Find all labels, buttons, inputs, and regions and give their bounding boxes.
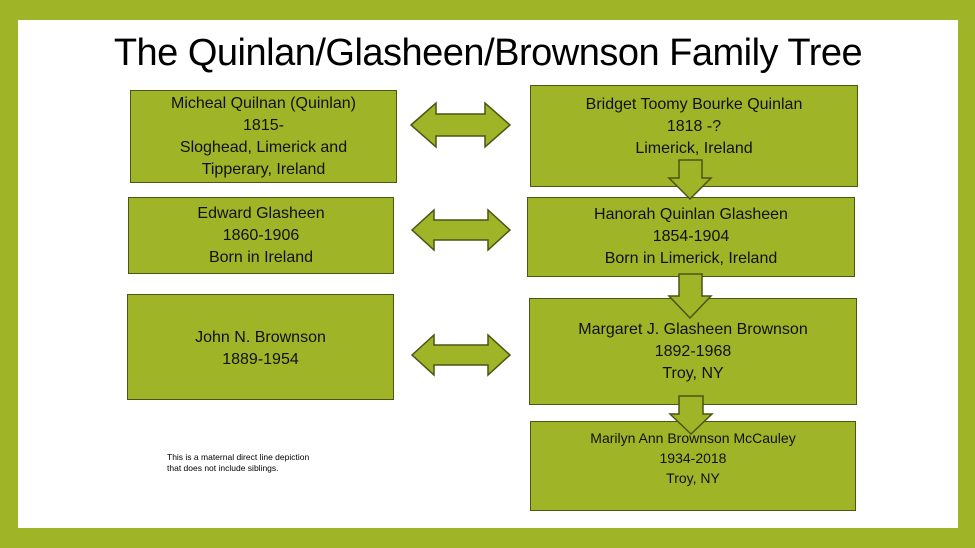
person-name: Bridget Toomy Bourke Quinlan [585, 96, 803, 113]
person-dates: 1854-1904 [652, 228, 730, 245]
person-place: Born in Limerick, Ireland [604, 250, 778, 267]
person-box-hanorah: Hanorah Quinlan Glasheen 1854-1904 Born … [527, 197, 855, 277]
spouse-arrow-3 [410, 333, 512, 377]
person-place: Limerick, Ireland [635, 140, 753, 157]
footnote: This is a maternal direct line depiction… [167, 452, 387, 474]
descent-arrow-1 [667, 159, 713, 201]
person-box-edward: Edward Glasheen 1860-1906 Born in Irelan… [128, 197, 394, 274]
person-dates: 1892-1968 [654, 343, 732, 360]
person-name: Micheal Quilnan (Quinlan) [171, 94, 356, 112]
person-box-john: John N. Brownson 1889-1954 [127, 294, 394, 400]
person-dates: 1818 -? [666, 118, 722, 135]
page-title: The Quinlan/Glasheen/Brownson Family Tre… [113, 32, 863, 74]
person-dates: 1934-2018 [659, 450, 727, 466]
person-name: John N. Brownson [195, 329, 326, 346]
descent-arrow-2 [667, 273, 713, 320]
person-place-2: Tipperary, Ireland [201, 160, 326, 178]
person-place: Born in Ireland [208, 248, 314, 266]
person-name: Marilyn Ann Brownson McCauley [590, 430, 796, 446]
person-dates: 1815- [243, 116, 284, 134]
person-name: Margaret J. Glasheen Brownson [578, 321, 808, 338]
person-dates: 1889-1954 [222, 351, 299, 368]
person-place: Troy, NY [666, 470, 720, 486]
footnote-line-1: This is a maternal direct line depiction [167, 452, 310, 462]
descent-arrow-3 [668, 395, 714, 436]
person-place: Sloghead, Limerick and [179, 138, 348, 156]
spouse-arrow-2 [410, 208, 512, 252]
person-dates: 1860-1906 [222, 226, 300, 244]
footnote-line-2: that does not include siblings. [167, 463, 279, 473]
person-name: Edward Glasheen [197, 204, 325, 222]
person-name: Hanorah Quinlan Glasheen [594, 206, 788, 223]
spouse-arrow-1 [409, 101, 512, 149]
person-box-micheal: Micheal Quilnan (Quinlan) 1815- Sloghead… [130, 90, 397, 183]
person-place: Troy, NY [662, 365, 724, 382]
